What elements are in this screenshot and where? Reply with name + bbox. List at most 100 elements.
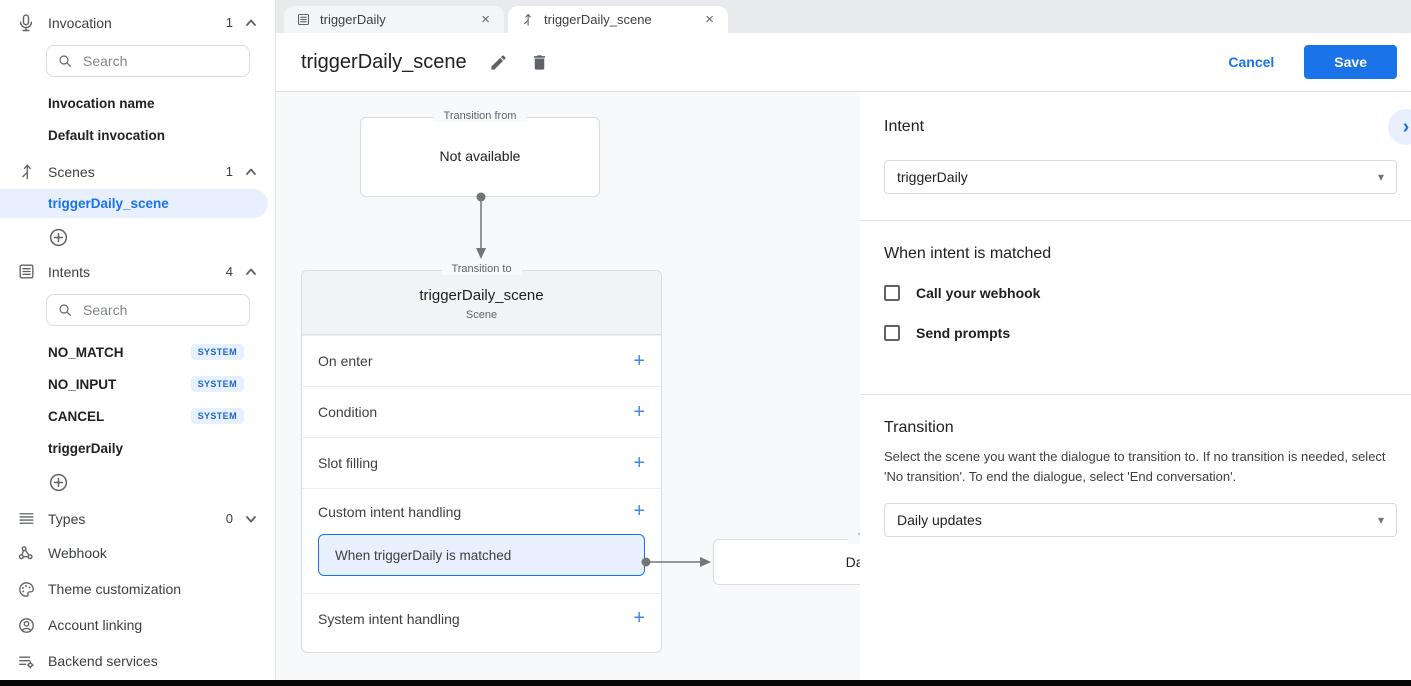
checkbox-label: Call your webhook: [916, 285, 1041, 301]
sidebar: Invocation 1 Invocation name Default inv…: [0, 0, 276, 680]
section-label: Invocation: [48, 14, 112, 31]
chevron-right-icon: ›: [1402, 115, 1410, 138]
transition-target-box[interactable]: Transition to Daily updates: [713, 532, 860, 585]
add-icon[interactable]: +: [633, 500, 645, 522]
scene-card-subtitle: Scene: [465, 309, 498, 321]
add-icon[interactable]: +: [633, 349, 645, 372]
intent-section: Intent triggerDaily ▾: [860, 92, 1411, 221]
invocation-search[interactable]: [46, 45, 250, 77]
scene-card-header[interactable]: triggerDaily_scene Scene: [302, 271, 661, 335]
footer-label: Theme customization: [48, 581, 182, 597]
sidebar-item-invocation-name[interactable]: Invocation name: [48, 95, 155, 111]
sidebar-item-no-input[interactable]: NO_INPUT SYSTEM: [0, 368, 275, 400]
add-icon[interactable]: +: [633, 451, 645, 474]
types-lines-icon: [16, 509, 36, 529]
window-bottom-edge: [0, 680, 1411, 686]
sidebar-section-intents[interactable]: Intents 4: [0, 255, 275, 288]
sidebar-item-cancel[interactable]: CANCEL SYSTEM: [0, 400, 275, 432]
transition-section: Transition Select the scene you want the…: [860, 395, 1411, 538]
custom-intent-handling-header[interactable]: Custom intent handling +: [318, 489, 645, 534]
tab-label: triggerDaily_scene: [544, 12, 652, 27]
intents-search[interactable]: [46, 294, 250, 326]
sidebar-item-account-linking[interactable]: Account linking: [0, 607, 275, 643]
sidebar-section-invocation[interactable]: Invocation 1: [0, 6, 275, 39]
scene-row-system-intent-handling[interactable]: System intent handling +: [302, 593, 661, 643]
sidebar-item-backend-services[interactable]: Backend services: [0, 643, 275, 679]
transition-dropdown[interactable]: Daily updates ▾: [884, 503, 1397, 538]
title-bar: triggerDaily_scene Cancel Save: [276, 33, 1411, 92]
intent-label: NO_INPUT: [48, 376, 117, 392]
backend-services-icon: [16, 651, 36, 671]
scene-row-custom-intent-handling: Custom intent handling + When triggerDai…: [302, 488, 661, 593]
sidebar-section-scenes[interactable]: Scenes 1: [0, 155, 275, 188]
plus-circle-icon: [49, 228, 68, 246]
scene-diagram-canvas: Transition from Not available Transition…: [276, 92, 860, 680]
edit-pencil-icon[interactable]: [489, 53, 508, 72]
call-webhook-checkbox-row[interactable]: Call your webhook: [884, 285, 1397, 301]
checkbox-unchecked[interactable]: [884, 285, 900, 301]
intent-dropdown[interactable]: triggerDaily ▾: [884, 160, 1397, 194]
transition-from-box[interactable]: Transition from Not available: [360, 110, 600, 197]
scene-row-on-enter[interactable]: On enter +: [302, 335, 661, 386]
transition-dropdown-value: Daily updates: [897, 512, 982, 529]
tab-triggerdaily-scene[interactable]: triggerDaily_scene ×: [508, 6, 728, 33]
down-arrow-connector: [476, 192, 486, 259]
row-label: System intent handling: [318, 610, 460, 627]
intent-label: triggerDaily: [48, 440, 124, 456]
sidebar-item-webhook[interactable]: Webhook: [0, 535, 275, 571]
footer-label: Account linking: [48, 617, 143, 633]
chevron-up-icon[interactable]: [245, 266, 257, 278]
scene-card: Transition to triggerDaily_scene Scene O…: [301, 263, 662, 653]
transition-heading: Transition: [884, 419, 954, 436]
tab-label: triggerDaily: [320, 12, 386, 27]
close-icon[interactable]: ×: [481, 11, 490, 28]
add-scene-button[interactable]: [0, 219, 275, 255]
add-icon[interactable]: +: [633, 400, 645, 423]
chevron-down-icon[interactable]: [245, 513, 257, 525]
send-prompts-checkbox-row[interactable]: Send prompts: [884, 325, 1397, 341]
cancel-button[interactable]: Cancel: [1228, 54, 1275, 70]
caret-down-icon: ▾: [1377, 170, 1384, 184]
scene-row-slot-filling[interactable]: Slot filling +: [302, 437, 661, 488]
add-intent-button[interactable]: [0, 464, 275, 500]
sidebar-item-triggerdaily-scene[interactable]: triggerDaily_scene: [0, 189, 268, 218]
checkbox-unchecked[interactable]: [884, 325, 900, 341]
search-input[interactable]: [83, 53, 223, 69]
sidebar-item-triggerdaily[interactable]: triggerDaily: [0, 432, 275, 464]
search-input[interactable]: [83, 302, 223, 318]
system-badge: SYSTEM: [190, 408, 244, 424]
scene-row-condition[interactable]: Condition +: [302, 386, 661, 437]
footer-label: Backend services: [48, 653, 158, 669]
intent-label: NO_MATCH: [48, 344, 124, 360]
scene-card-title: triggerDaily_scene: [419, 287, 544, 304]
section-count: 1: [225, 15, 233, 30]
search-icon: [57, 302, 73, 318]
tab-triggerdaily[interactable]: triggerDaily ×: [284, 6, 504, 33]
add-icon[interactable]: +: [633, 607, 645, 629]
row-label: Custom intent handling: [318, 503, 462, 520]
system-badge: SYSTEM: [190, 376, 244, 392]
scene-fork-icon: [16, 162, 36, 182]
intent-handler-chip-selected[interactable]: When triggerDaily is matched: [318, 534, 645, 576]
chevron-up-icon[interactable]: [245, 17, 257, 29]
transition-to-legend: Transition to: [441, 263, 522, 275]
section-label: Types: [48, 510, 86, 527]
delete-trash-icon[interactable]: [530, 53, 549, 72]
collapse-panel-button[interactable]: ›: [1388, 109, 1411, 145]
sidebar-item-theme-customization[interactable]: Theme customization: [0, 571, 275, 607]
section-label: Scenes: [48, 163, 95, 180]
sidebar-item-default-invocation[interactable]: Default invocation: [48, 127, 166, 143]
close-icon[interactable]: ×: [705, 11, 714, 28]
sidebar-item-no-match[interactable]: NO_MATCH SYSTEM: [0, 336, 275, 368]
transition-target-value: Daily updates: [845, 554, 860, 570]
transition-from-value: Not available: [439, 148, 521, 164]
microphone-icon: [16, 13, 36, 33]
transition-description: Select the scene you want the dialogue t…: [884, 449, 1386, 485]
transition-from-legend: Transition from: [433, 110, 527, 122]
save-button[interactable]: Save: [1304, 45, 1397, 79]
transition-to-legend: Transition to: [847, 532, 860, 544]
chevron-up-icon[interactable]: [245, 166, 257, 178]
sidebar-section-types[interactable]: Types 0: [0, 502, 275, 535]
tab-bar: triggerDaily × triggerDaily_scene ×: [276, 0, 1411, 33]
